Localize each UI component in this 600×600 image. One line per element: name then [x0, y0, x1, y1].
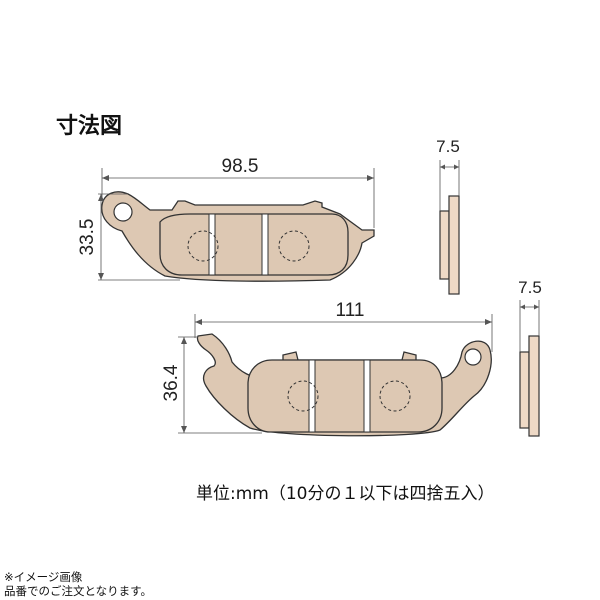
pad-1-side-friction: [439, 210, 450, 280]
footer-image-note: ※イメージ画像: [4, 570, 83, 584]
pad-1-thickness-label: 7.5: [436, 137, 460, 156]
pad-1-indicator-left: [187, 230, 219, 262]
brake-pad-1: [101, 191, 375, 282]
pad-2-friction-material: [247, 359, 443, 433]
pad-1-mounting-hole: [113, 202, 133, 222]
pad-2-mounting-hole: [464, 348, 482, 366]
pad-2-thickness-label: 7.5: [518, 278, 542, 297]
pad-2-width-label: 111: [336, 300, 365, 321]
pad-1-height-dimension: [98, 193, 180, 281]
pad-1-width-dimension: [101, 168, 375, 228]
drawing-title: 寸法図: [56, 114, 122, 139]
footer-order-note: 品番でのご注文となります。: [4, 584, 152, 598]
pad-2-side-friction: [519, 351, 530, 429]
unit-note: 単位:mm（10分の１以下は四捨五入）: [196, 484, 494, 504]
pad-1-friction-material: [159, 213, 349, 276]
pad-1-side-view: [439, 160, 460, 295]
pad-1-grooves: [208, 213, 269, 276]
pad-2-indicator-right: [379, 380, 411, 412]
pad-1-height-label: 33.5: [77, 219, 98, 256]
pad-2-indicator-left: [287, 380, 319, 412]
pad-1-side-backing: [448, 195, 460, 295]
pad-2-height-label: 36.4: [161, 364, 182, 401]
pad-2-side-view: [519, 300, 540, 437]
pad-2-width-dimension: [194, 314, 493, 352]
pad-1-width-label: 98.5: [222, 156, 259, 177]
pad-2-side-backing: [528, 335, 540, 437]
pad-2-height-dimension: [178, 336, 262, 434]
pad-2-grooves: [308, 359, 371, 433]
pad-1-indicator-right: [278, 230, 310, 262]
brake-pad-2: [196, 333, 492, 437]
